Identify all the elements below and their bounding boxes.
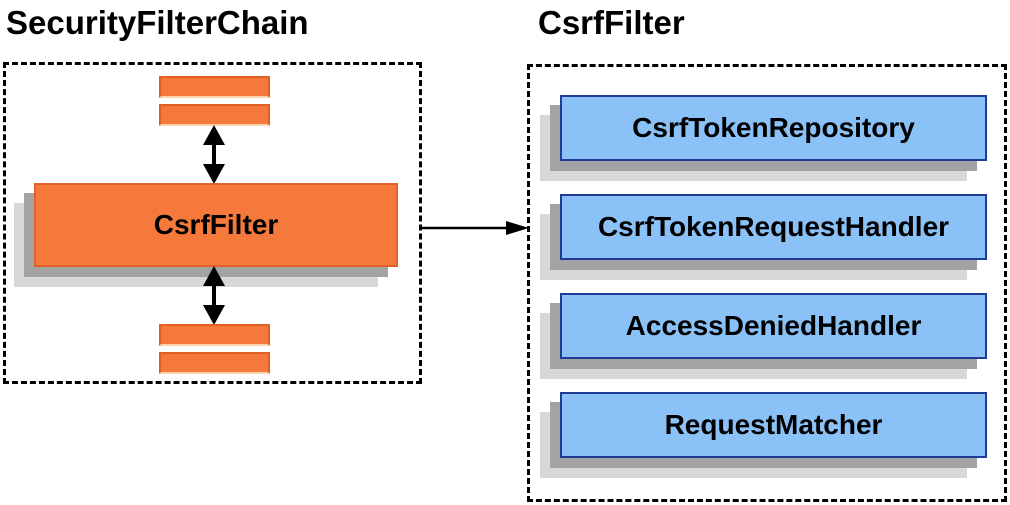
component-box-csrf-token-repository: CsrfTokenRepository — [560, 95, 987, 161]
component-box-csrf-token-request-handler: CsrfTokenRequestHandler — [560, 194, 987, 260]
right-panel-title: CsrfFilter — [538, 4, 685, 41]
security-filter-chain-container — [3, 62, 422, 384]
component-box-label: RequestMatcher — [664, 409, 883, 440]
component-box-request-matcher: RequestMatcher — [560, 392, 987, 458]
csrf-filter-detail-container — [527, 64, 1007, 502]
filter-stack-bar-top-1 — [159, 76, 270, 98]
left-panel-title: SecurityFilterChain — [6, 4, 309, 41]
csrf-filter-box-label: CsrfFilter — [153, 209, 279, 240]
component-box-access-denied-handler: AccessDeniedHandler — [560, 293, 987, 359]
component-box-label: CsrfTokenRequestHandler — [597, 211, 950, 242]
bidirectional-arrow-icon — [203, 125, 225, 184]
filter-stack-bar-top-2 — [159, 104, 270, 126]
bidirectional-arrow-icon — [203, 266, 225, 325]
component-box-label: AccessDeniedHandler — [625, 310, 922, 341]
filter-stack-bar-bottom-1 — [159, 324, 270, 346]
component-box-label: CsrfTokenRepository — [632, 112, 915, 143]
filter-stack-bar-bottom-2 — [159, 352, 270, 374]
flow-arrow-icon — [421, 221, 529, 235]
csrf-filter-box: CsrfFilter — [34, 183, 398, 267]
